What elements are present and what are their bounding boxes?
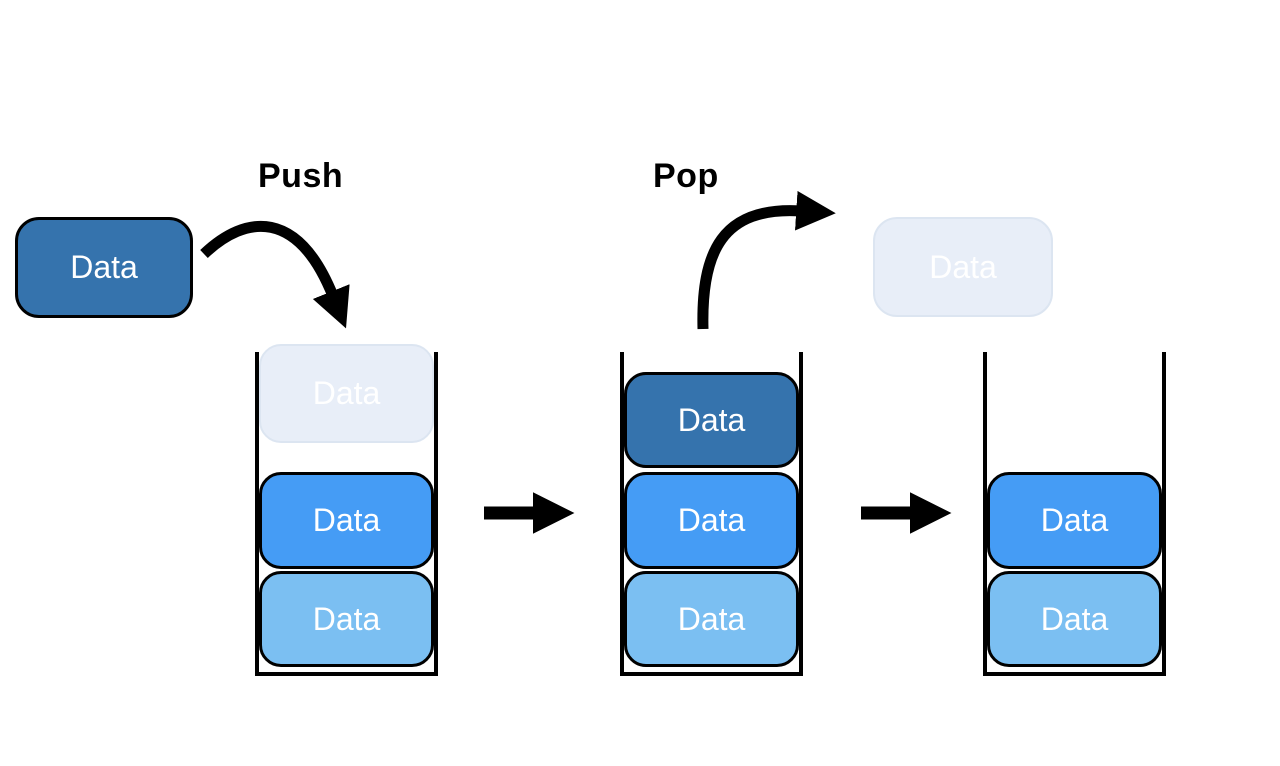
- popped-data-box-ghost: Data: [873, 217, 1053, 317]
- stack1-ghost-item-label: Data: [312, 375, 381, 411]
- stack3-bottom-item-label: Data: [1040, 600, 1109, 637]
- stack1-bottom-item: Data: [259, 571, 434, 667]
- stack3-top-item: Data: [987, 472, 1162, 569]
- stack1-bottom-item-label: Data: [312, 600, 381, 637]
- pop-operation-label: Pop: [653, 157, 719, 195]
- stack2-top-item: Data: [624, 372, 799, 468]
- incoming-data-label: Data: [70, 249, 138, 285]
- push-curved-arrow-icon: [200, 220, 350, 329]
- incoming-data-box: Data: [15, 217, 193, 318]
- stack1-ghost-item: Data: [259, 344, 434, 443]
- stack2-bottom-item: Data: [624, 571, 799, 667]
- stack2-bottom-item-label: Data: [677, 600, 746, 637]
- stack1-middle-item-label: Data: [312, 502, 381, 538]
- stack-container-after-pop: Data Data: [983, 352, 1166, 676]
- stack3-bottom-item: Data: [987, 571, 1162, 667]
- stack2-middle-item-label: Data: [677, 502, 746, 538]
- stack1-middle-item: Data: [259, 472, 434, 569]
- stack-container-before-pop: Data Data Data: [620, 352, 803, 676]
- stack2-middle-item: Data: [624, 472, 799, 569]
- stack3-top-item-label: Data: [1040, 502, 1109, 538]
- stack-container-during-push: Data Data Data: [255, 344, 438, 676]
- push-operation-label: Push: [258, 157, 344, 195]
- pop-curved-arrow-icon: [697, 190, 836, 330]
- popped-data-label: Data: [929, 248, 997, 285]
- stack2-top-item-label: Data: [677, 401, 746, 438]
